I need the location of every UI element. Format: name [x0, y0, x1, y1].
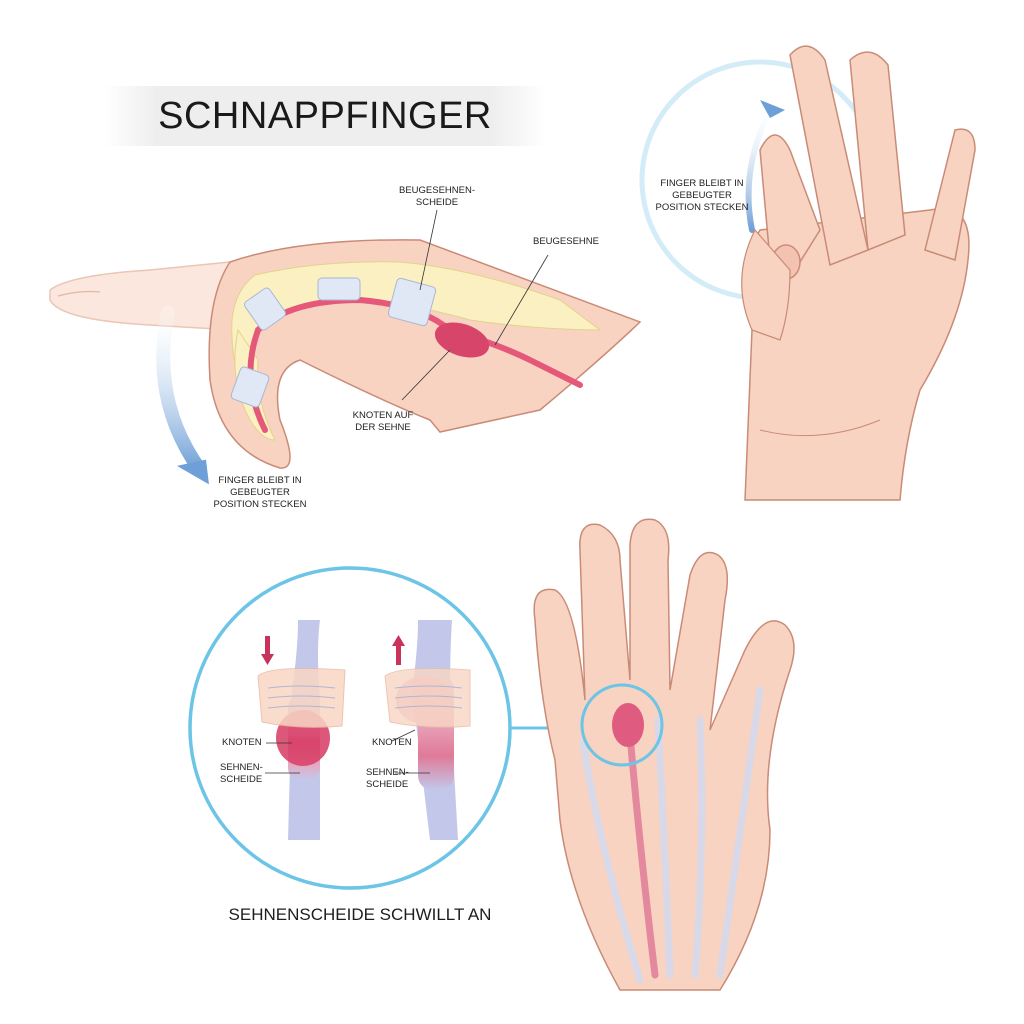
- caption: SEHNENSCHEIDE SCHWILLT AN: [228, 905, 492, 924]
- zoom-circle: [188, 566, 580, 890]
- finger-cross-section: [49, 209, 642, 485]
- page-title: SCHNAPPFINGER: [158, 95, 492, 137]
- label-sheath-left: SEHNEN- SCHEIDE: [220, 762, 263, 785]
- curved-arrow-icon: [760, 100, 785, 118]
- arrow-up-icon: [392, 635, 405, 665]
- arrow-down-icon: [261, 636, 274, 665]
- label-finger-stuck-hand: FINGER BLEIBT IN GEBEUGTER POSITION STEC…: [655, 178, 749, 213]
- title-band: [105, 86, 545, 146]
- tendon-nodule-shape: [434, 322, 490, 358]
- label-knot-left: KNOTEN: [222, 737, 262, 748]
- open-hand: [533, 518, 795, 991]
- label-flexor-tendon: BEUGESEHNE: [533, 236, 599, 247]
- label-flexor-sheath: BEUGESEHNEN- SCHEIDE: [398, 185, 475, 208]
- hand-bent-finger: [639, 45, 976, 501]
- label-sheath-right: SEHNEN- SCHEIDE: [366, 767, 409, 790]
- flexor-sheath-shape: [387, 277, 437, 327]
- curved-arrow-icon: [156, 305, 207, 477]
- label-tendon-nodule: KNOTEN AUF DER SEHNE: [352, 410, 414, 433]
- label-knot-right: KNOTEN: [372, 737, 412, 748]
- label-finger-stuck-side: FINGER BLEIBT IN GEBEUGTER POSITION STEC…: [213, 475, 307, 510]
